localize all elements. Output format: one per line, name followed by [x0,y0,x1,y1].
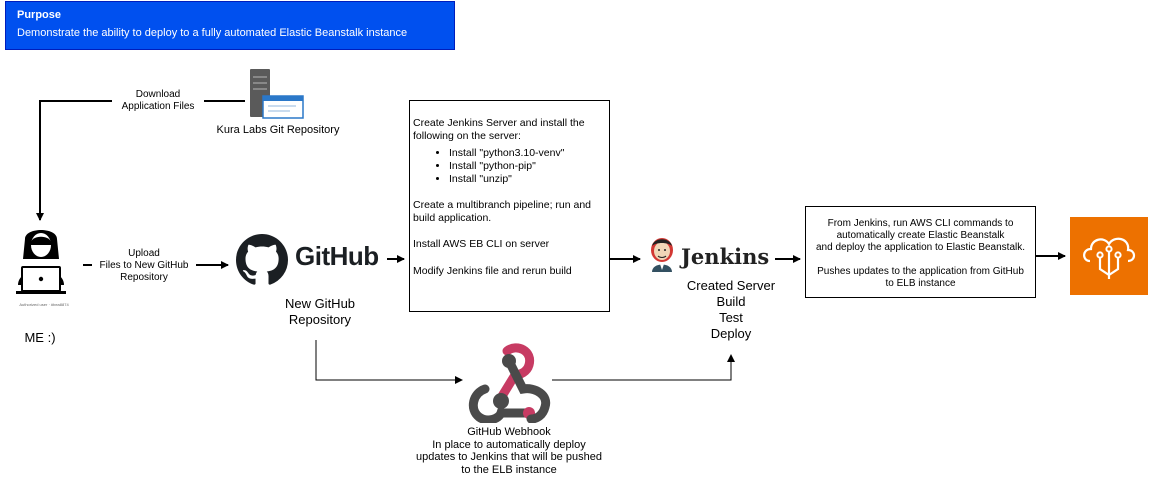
jenkins-label-line: Created Server [686,278,776,293]
jenkins-label: Created Server Build Test Deploy [672,278,790,342]
download-label-line2: Application Files [121,101,195,112]
github-label-line1: New GitHub [284,296,356,311]
jenkins-butler-icon [651,238,673,272]
webhook-title: GitHub Webhook [467,426,551,438]
me-label: ME :) [24,330,56,345]
jenkins-steps-ebcli: Install AWS EB CLI on server [413,238,550,250]
download-label: Download Application Files [112,89,204,113]
webhook-label: GitHub Webhook In place to automatically… [388,426,630,476]
aws-box-line5: to ELB instance [885,278,956,289]
aws-cli-box: From Jenkins, run AWS CLI commands to au… [805,206,1036,298]
jenkins-steps-box: Create Jenkins Server and install the fo… [409,100,610,312]
purpose-text: Demonstrate the ability to deploy to a f… [17,27,408,39]
repo-label: Kura Labs Git Repository [216,124,340,136]
upload-label-line3: Repository [120,272,168,283]
aws-box-line2: automatically create Elastic Beanstalk [836,230,1005,241]
github-wordmark: GitHub [295,241,379,271]
webhook-line1: In place to automatically deploy [432,438,586,451]
webhook-line2: updates to Jenkins that will be pushed [416,451,602,463]
upload-label: Upload Files to New GitHub Repository [92,248,196,284]
install-item: Install "python-pip" [449,160,606,173]
person-icon [16,230,66,294]
github-label-line2: Repository [288,312,352,327]
webhook-line3: to the ELB instance [461,463,557,476]
aws-box-line1: From Jenkins, run AWS CLI commands to [827,218,1014,229]
jenkins-steps-modify: Modify Jenkins file and rerun build [413,265,572,277]
purpose-banner: Purpose Demonstrate the ability to deplo… [5,1,455,50]
webhook-icon [468,343,551,423]
install-list: Install "python3.10-venv" Install "pytho… [413,147,606,186]
upload-label-line1: Upload [128,248,160,259]
jenkins-label-line: Build [716,294,746,309]
github-octocat-icon [236,234,288,285]
jenkins-label-line: Test [719,310,743,325]
install-item: Install "python3.10-venv" [449,147,606,160]
server-icon [250,69,304,119]
install-item: Install "unzip" [449,173,606,186]
jenkins-wordmark: Jenkins [681,244,770,269]
elastic-beanstalk-icon [1070,217,1148,295]
jenkins-steps-multibranch: Create a multibranch pipeline; run and b… [413,199,592,224]
person-tiny-text: Authorized user · #bea8874 [19,302,69,307]
webhook-to-jenkins-arrow [552,354,735,381]
github-to-webhook-arrow [315,340,463,384]
download-label-line1: Download [135,89,181,100]
download-arrow [36,100,245,221]
aws-box-line3: and deploy the application to Elastic Be… [815,242,1026,253]
upload-label-line2: Files to New GitHub [99,260,189,271]
aws-box-line4: Pushes updates to the application from G… [817,266,1024,277]
github-label: New GitHub Repository [262,296,378,328]
jenkins-label-line: Deploy [710,326,752,341]
jenkins-steps-intro: Create Jenkins Server and install the fo… [413,117,585,142]
purpose-title: Purpose [17,9,62,21]
